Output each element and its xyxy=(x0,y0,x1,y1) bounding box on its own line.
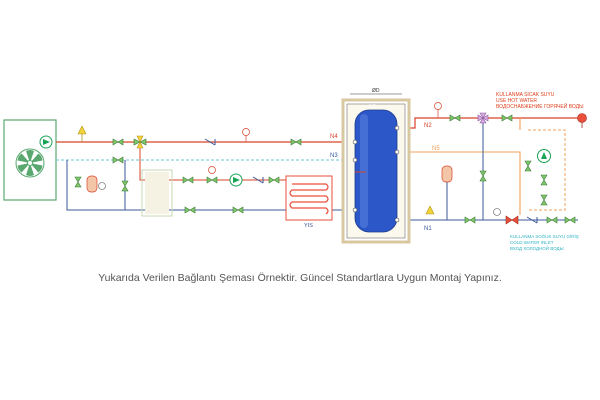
circulation-pump-icon xyxy=(229,173,243,187)
n1-label: N1 xyxy=(424,226,432,232)
ball-valve-icon xyxy=(112,156,124,164)
pressure-gauge-icon xyxy=(493,208,501,216)
thermometer-icon xyxy=(208,166,216,174)
ball-valve-icon xyxy=(540,174,548,186)
n6-label: N6 xyxy=(369,104,376,110)
check-valve-icon xyxy=(204,138,216,146)
ball-valve-icon xyxy=(290,138,302,146)
tank-diameter-label: ØD xyxy=(372,88,380,94)
ball-valve-icon xyxy=(182,176,194,184)
expansion-tank-icon xyxy=(86,175,98,193)
hot-water-label-line: KULLANMA SICAK SUYU xyxy=(496,92,555,98)
safety-valve-icon xyxy=(425,205,435,215)
yis-label: YIS xyxy=(304,223,313,229)
ball-valve-icon xyxy=(564,216,576,224)
hot-water-tap-icon xyxy=(577,113,587,128)
ball-valve-icon xyxy=(540,194,548,206)
cold-water-label: KULLANMA SOĞUK SUYU GİRİŞ COLD WATER INL… xyxy=(510,233,579,251)
heat-pump-unit xyxy=(3,119,57,201)
tank-port xyxy=(352,139,358,145)
ball-valve-icon xyxy=(112,138,124,146)
hot-water-label-line: USE HOT WATER xyxy=(496,98,537,104)
fan-icon xyxy=(15,148,45,178)
cold-water-label-line: ВХОД ХОЛОДНОЙ ВОДЫ xyxy=(510,244,564,251)
right-components xyxy=(425,102,587,225)
ball-valve-icon xyxy=(546,216,558,224)
tank-port xyxy=(352,157,358,163)
hot-water-label: KULLANMA SICAK SUYU USE HOT WATER ВОДОСН… xyxy=(496,92,584,110)
cold-water-label-line: KULLANMA SOĞUK SUYU GİRİŞ xyxy=(510,233,579,239)
pressure-gauge-icon xyxy=(98,182,106,190)
n4-label: N4 xyxy=(330,134,338,140)
ball-valve-icon xyxy=(206,176,218,184)
tank-port xyxy=(394,217,400,223)
n3-label: N3 xyxy=(330,153,338,159)
check-valve-icon xyxy=(252,176,264,184)
left-components xyxy=(39,125,302,217)
thermometer-icon xyxy=(242,128,250,142)
recirculation-pipe xyxy=(405,151,521,215)
ball-valve-icon xyxy=(524,160,532,172)
diagram-caption: Yukarıda Verilen Bağlantı Şeması Örnekti… xyxy=(98,272,502,284)
tank-port xyxy=(394,125,400,131)
n5-label: N5 xyxy=(432,146,440,152)
circulation-pump-icon xyxy=(537,149,551,163)
tank-port xyxy=(394,149,400,155)
coil-heat-exchanger: YIS xyxy=(285,175,333,229)
connection-labels: N4 N3 N2 N5 N1 xyxy=(330,123,440,232)
check-valve-icon xyxy=(526,216,538,224)
buffer-tank xyxy=(141,169,173,217)
cold-water-label-line: COLD WATER INLET xyxy=(510,240,554,245)
tank-port xyxy=(352,207,358,213)
ball-valve-icon xyxy=(232,206,244,214)
three-way-valve-icon xyxy=(477,112,489,124)
ball-valve-icon xyxy=(268,176,280,184)
ball-valve-icon xyxy=(449,114,461,122)
ball-valve-icon xyxy=(501,114,513,122)
expansion-tank-icon xyxy=(441,165,453,183)
storage-tank: ØD N6 xyxy=(341,88,411,244)
ball-valve-icon xyxy=(184,206,196,214)
three-way-valve-icon xyxy=(133,135,147,149)
ball-valve-icon xyxy=(464,216,476,224)
safety-valve-icon xyxy=(77,125,87,142)
pressure-reducer-icon xyxy=(505,215,519,225)
ball-valve-icon xyxy=(74,176,82,188)
n2-label: N2 xyxy=(424,123,432,129)
cold-return-pipe xyxy=(66,160,345,211)
thermometer-icon xyxy=(434,102,442,118)
ball-valve-icon xyxy=(121,180,129,192)
ball-valve-icon xyxy=(479,170,487,182)
recirculation-loop xyxy=(528,129,566,211)
hot-water-label-line: ВОДОСНАБЖЕНИЕ ГОРЯЧЕЙ ВОДЫ xyxy=(496,102,584,110)
circulation-pump-icon xyxy=(39,135,53,149)
